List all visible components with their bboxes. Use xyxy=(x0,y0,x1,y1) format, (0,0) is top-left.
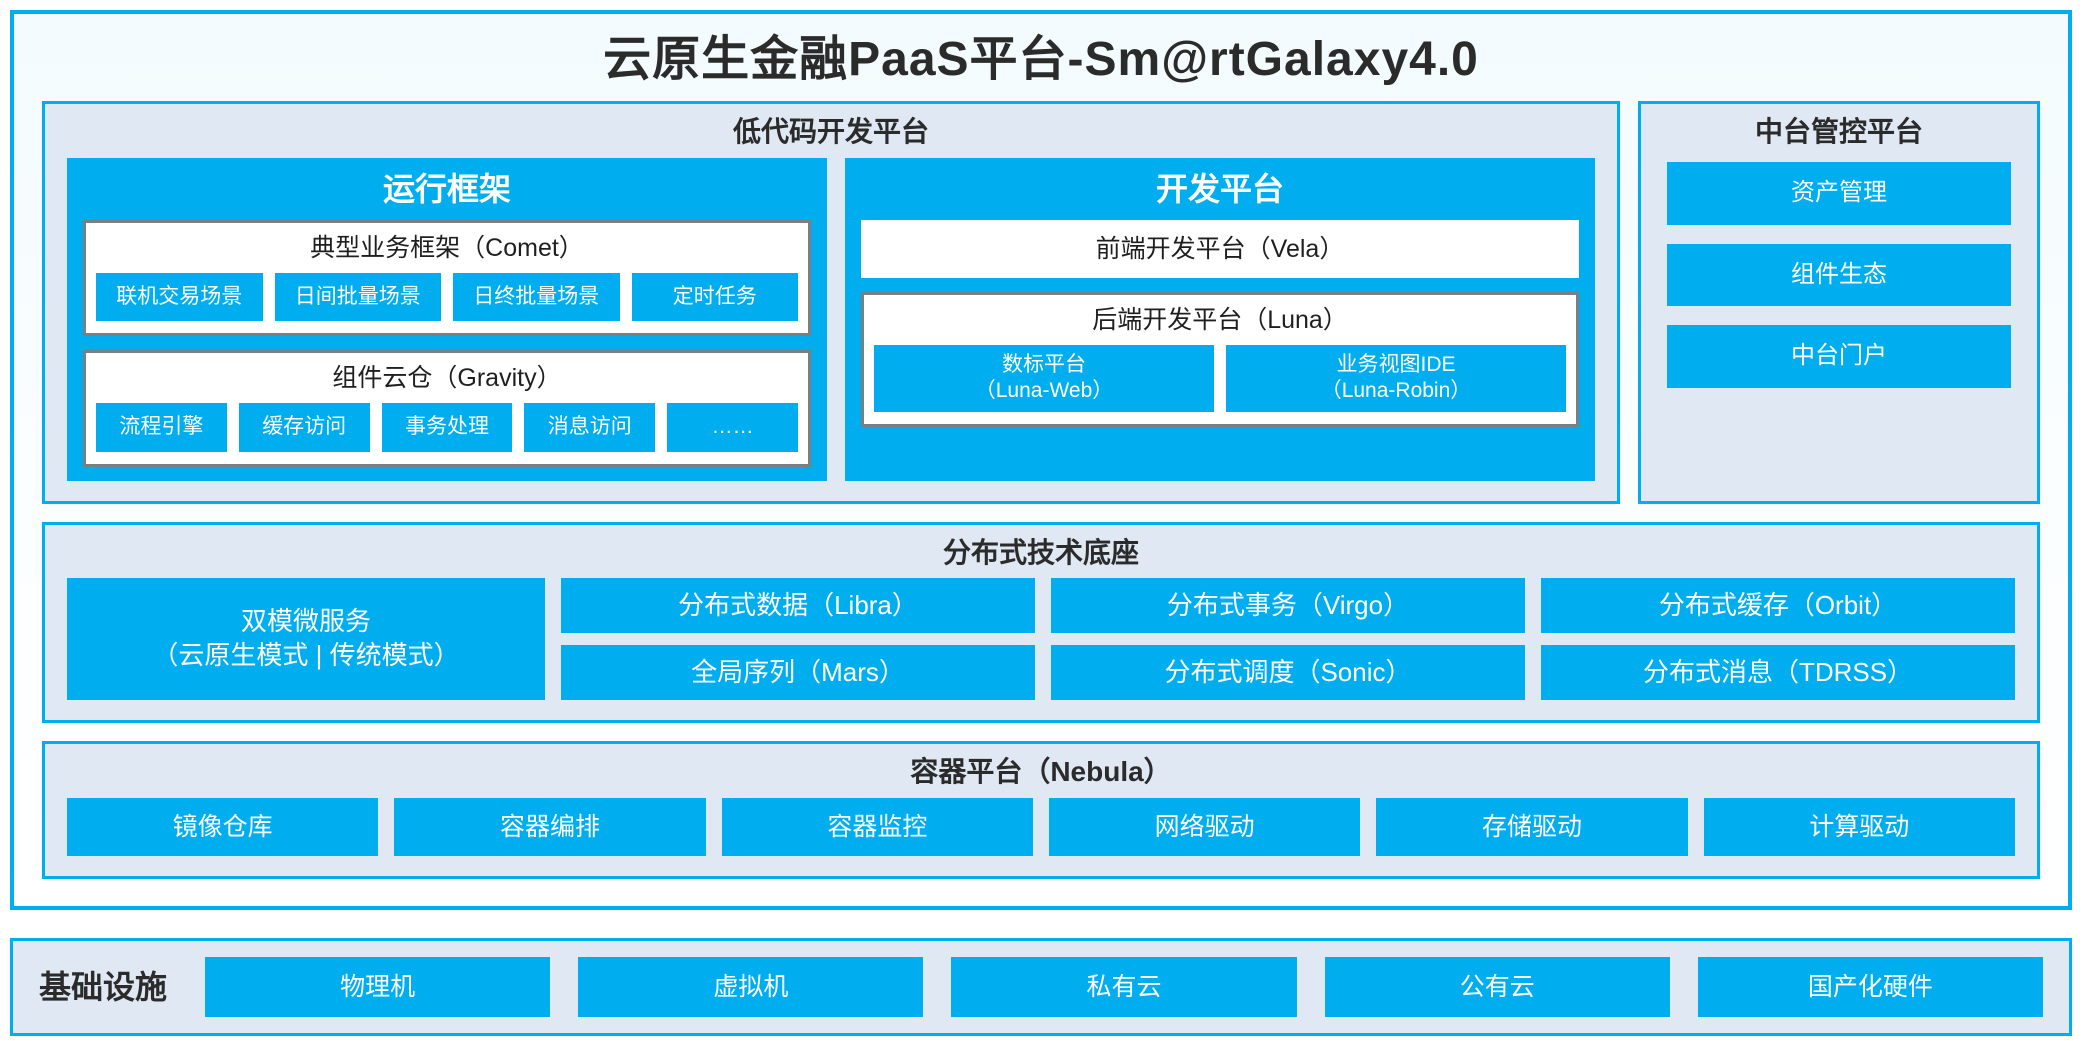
chip-luna-web-line1: 数标平台 xyxy=(1002,353,1086,377)
tech-col-microservice: 双模微服务 （云原生模式 | 传统模式） xyxy=(67,578,545,701)
dual-mode-line2: （云原生模式 | 传统模式） xyxy=(152,640,460,671)
tech-box-global-sequence[interactable]: 全局序列（Mars） xyxy=(561,645,1035,701)
infra-item-domestic-hardware[interactable]: 国产化硬件 xyxy=(1697,957,2044,1017)
midoffice-control-panel: 中台管控平台 资产管理 组件生态 中台门户 xyxy=(1638,101,2040,504)
runtime-framework-title: 运行框架 xyxy=(382,170,511,207)
container-item-storage-driver[interactable]: 存储驱动 xyxy=(1376,797,1688,856)
top-row: 低代码开发平台 运行框架 典型业务框架（Comet） 联机交易场景 日间批量场景… xyxy=(42,101,2040,504)
gravity-chip-row: 流程引擎 缓存访问 事务处理 消息访问 …… xyxy=(96,403,798,452)
infra-item-public-cloud[interactable]: 公有云 xyxy=(1324,957,1670,1017)
frontend-platform-label: 前端开发平台（Vela） xyxy=(1095,235,1345,264)
tech-box-distributed-transaction[interactable]: 分布式事务（Virgo） xyxy=(1051,578,1525,634)
gravity-group-title: 组件云仓（Gravity） xyxy=(332,364,562,393)
tech-box-distributed-scheduling[interactable]: 分布式调度（Sonic） xyxy=(1051,645,1525,701)
container-item-orchestration[interactable]: 容器编排 xyxy=(394,797,706,856)
platform-main-frame: 云原生金融PaaS平台-Sm@rtGalaxy4.0 低代码开发平台 运行框架 … xyxy=(10,10,2072,910)
container-item-monitoring[interactable]: 容器监控 xyxy=(721,797,1033,856)
backend-chip-row: 数标平台 （Luna-Web） 业务视图IDE （Luna-Robin） xyxy=(874,345,1566,412)
frontend-platform-box[interactable]: 前端开发平台（Vela） xyxy=(861,220,1579,279)
chip-luna-web-line2: （Luna-Web） xyxy=(974,379,1114,403)
chip-eod-batch[interactable]: 日终批量场景 xyxy=(453,273,620,322)
gravity-group: 组件云仓（Gravity） 流程引擎 缓存访问 事务处理 消息访问 …… xyxy=(83,350,811,467)
runtime-framework-card: 运行框架 典型业务框架（Comet） 联机交易场景 日间批量场景 日终批量场景 … xyxy=(67,157,827,481)
tech-col-data: 分布式数据（Libra） 全局序列（Mars） xyxy=(561,578,1035,701)
development-platform-title: 开发平台 xyxy=(1155,170,1284,207)
container-item-image-registry[interactable]: 镜像仓库 xyxy=(67,797,379,856)
tech-col-cache: 分布式缓存（Orbit） 分布式消息（TDRSS） xyxy=(1541,578,2015,701)
chip-cache-access[interactable]: 缓存访问 xyxy=(238,403,370,452)
backend-platform-group: 后端开发平台（Luna） 数标平台 （Luna-Web） 业务视图IDE （Lu… xyxy=(861,292,1579,427)
container-item-compute-driver[interactable]: 计算驱动 xyxy=(1703,797,2015,856)
chip-intraday-batch[interactable]: 日间批量场景 xyxy=(274,273,441,322)
chip-luna-robin-line2: （Luna-Robin） xyxy=(1320,379,1472,403)
chip-online-transaction[interactable]: 联机交易场景 xyxy=(96,273,263,322)
tech-box-distributed-message[interactable]: 分布式消息（TDRSS） xyxy=(1541,645,2015,701)
chip-process-engine[interactable]: 流程引擎 xyxy=(96,403,227,452)
infrastructure-bar: 基础设施 物理机 虚拟机 私有云 公有云 国产化硬件 xyxy=(10,938,2072,1036)
chip-luna-robin-line1: 业务视图IDE xyxy=(1336,353,1456,377)
infrastructure-items: 物理机 虚拟机 私有云 公有云 国产化硬件 xyxy=(205,957,2044,1017)
chip-ellipsis[interactable]: …… xyxy=(667,403,798,452)
container-platform-body: 镜像仓库 容器编排 容器监控 网络驱动 存储驱动 计算驱动 xyxy=(45,797,2037,876)
midoffice-item-component-ecosystem[interactable]: 组件生态 xyxy=(1667,243,2011,307)
page-title: 云原生金融PaaS平台-Sm@rtGalaxy4.0 xyxy=(603,33,1479,86)
infra-item-private-cloud[interactable]: 私有云 xyxy=(951,957,1297,1017)
infra-item-physical-machine[interactable]: 物理机 xyxy=(205,957,551,1017)
chip-luna-web[interactable]: 数标平台 （Luna-Web） xyxy=(874,345,1214,412)
container-item-network-driver[interactable]: 网络驱动 xyxy=(1048,797,1361,856)
midoffice-items: 资产管理 组件生态 中台门户 xyxy=(1641,158,2037,410)
infrastructure-label: 基础设施 xyxy=(39,968,168,1005)
tech-box-distributed-cache[interactable]: 分布式缓存（Orbit） xyxy=(1541,578,2015,634)
infra-item-virtual-machine[interactable]: 虚拟机 xyxy=(578,957,924,1017)
dual-mode-line1: 双模微服务 xyxy=(240,606,371,637)
container-platform-title: 容器平台（Nebula） xyxy=(910,756,1172,788)
chip-transaction-processing[interactable]: 事务处理 xyxy=(381,403,513,452)
chip-luna-robin[interactable]: 业务视图IDE （Luna-Robin） xyxy=(1226,345,1566,412)
tech-box-distributed-data[interactable]: 分布式数据（Libra） xyxy=(561,578,1035,634)
lowcode-platform-title: 低代码开发平台 xyxy=(732,116,929,148)
comet-group-title: 典型业务框架（Comet） xyxy=(310,234,584,263)
development-platform-card: 开发平台 前端开发平台（Vela） 后端开发平台（Luna） 数标平台 （Lun… xyxy=(845,157,1595,481)
distributed-tech-base-body: 双模微服务 （云原生模式 | 传统模式） 分布式数据（Libra） 全局序列（M… xyxy=(45,578,2037,720)
comet-group: 典型业务框架（Comet） 联机交易场景 日间批量场景 日终批量场景 定时任务 xyxy=(83,220,811,337)
chip-scheduled-task[interactable]: 定时任务 xyxy=(631,273,798,322)
midoffice-control-title: 中台管控平台 xyxy=(1754,116,1923,148)
tech-col-transaction: 分布式事务（Virgo） 分布式调度（Sonic） xyxy=(1051,578,1525,701)
comet-chip-row: 联机交易场景 日间批量场景 日终批量场景 定时任务 xyxy=(96,273,798,322)
container-platform-panel: 容器平台（Nebula） 镜像仓库 容器编排 容器监控 网络驱动 存储驱动 计算… xyxy=(42,741,2040,879)
lowcode-platform-panel: 低代码开发平台 运行框架 典型业务框架（Comet） 联机交易场景 日间批量场景… xyxy=(42,101,1620,504)
midoffice-item-portal[interactable]: 中台门户 xyxy=(1667,325,2011,389)
distributed-tech-base-panel: 分布式技术底座 双模微服务 （云原生模式 | 传统模式） 分布式数据（Libra… xyxy=(42,521,2040,724)
distributed-tech-base-title: 分布式技术底座 xyxy=(942,536,1139,568)
chip-message-access[interactable]: 消息访问 xyxy=(524,403,656,452)
lowcode-platform-body: 运行框架 典型业务框架（Comet） 联机交易场景 日间批量场景 日终批量场景 … xyxy=(45,157,1617,501)
midoffice-item-asset-management[interactable]: 资产管理 xyxy=(1667,161,2011,225)
backend-platform-title: 后端开发平台（Luna） xyxy=(1092,306,1348,335)
tech-box-dual-mode-microservice[interactable]: 双模微服务 （云原生模式 | 传统模式） xyxy=(67,578,545,701)
